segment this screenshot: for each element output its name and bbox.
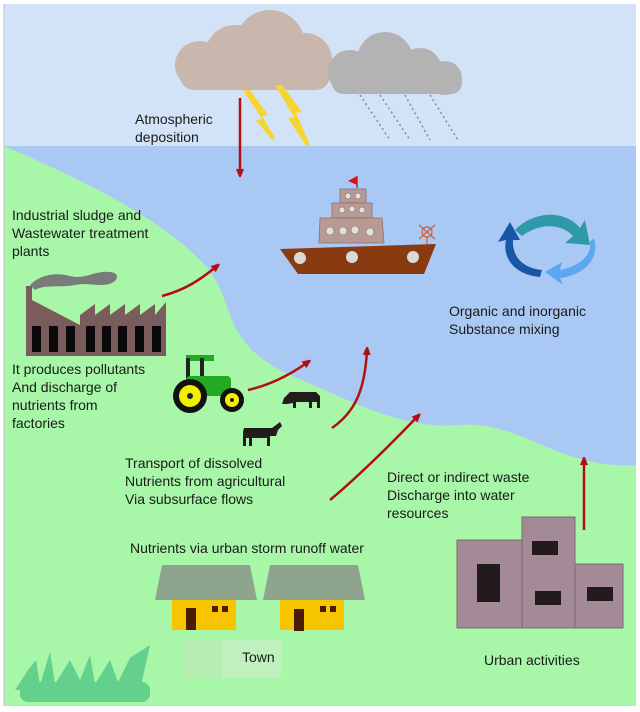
industrial-sludge-label: Industrial sludge and Wastewater treatme… [12,207,149,259]
house-icon [155,565,257,630]
ship-icon [280,176,436,274]
town-label: Town [242,649,275,665]
urban-activities-label: Urban activities [484,652,580,668]
runoff-arrow [329,416,418,501]
tractor-icon [173,355,244,413]
substance-mixing-label: Organic and inorganic Substance mixing [449,303,586,337]
tractor-arrow [247,362,308,392]
grass-icon [15,645,150,702]
cloud-icon [175,10,332,90]
urban-runoff-label: Nutrients via urban storm runoff water [130,540,364,556]
factory-arrow [161,266,217,298]
agricultural-arrow [331,350,367,430]
lightning-icon [243,85,310,146]
agricultural-transport-label: Transport of dissolved Nutrients from ag… [125,455,286,507]
house-icon [263,565,365,631]
rain-cloud-icon [328,32,462,95]
factory-icon [26,271,166,356]
direct-waste-label: Direct or indirect waste Discharge into … [387,469,530,521]
atmospheric-deposition-label: Atmospheric deposition [135,111,213,145]
recycle-cycle-icon [498,214,596,285]
town-box [183,640,281,678]
rain-icon [359,94,459,141]
pollutants-label: It produces pollutants And discharge of … [12,361,146,431]
flow-arrows [161,266,584,530]
building-icon [456,516,624,629]
cow-icon [243,392,320,446]
